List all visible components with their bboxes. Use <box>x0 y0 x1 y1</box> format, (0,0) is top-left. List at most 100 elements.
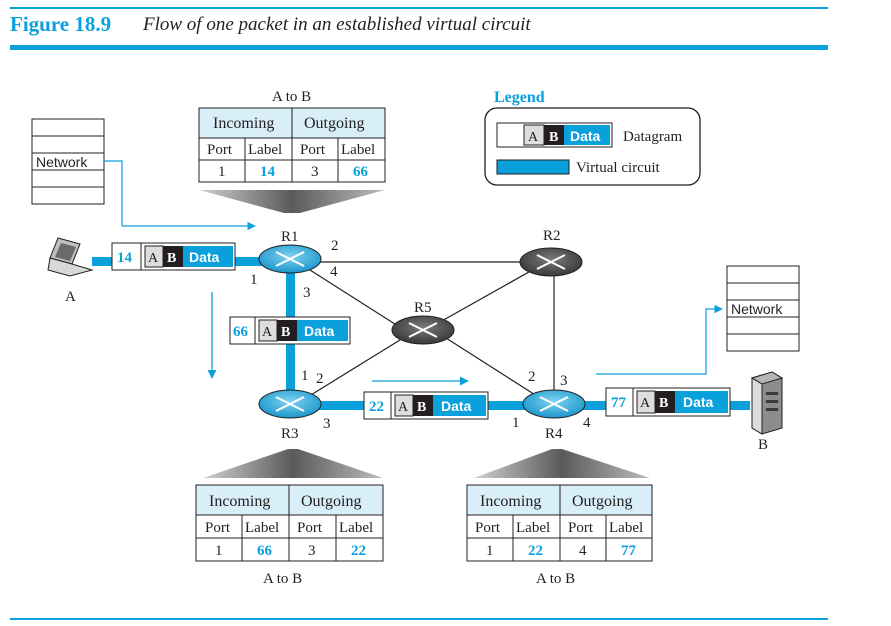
port-r1-4: 4 <box>330 264 338 280</box>
router-r4 <box>522 389 586 419</box>
packet-22: 22 A B Data <box>363 391 489 420</box>
packet-77-a: A <box>640 396 651 411</box>
router-r3-label: R3 <box>281 426 299 442</box>
table-r1: A to B Incoming Outgoing Port Label Port… <box>198 89 386 213</box>
link-r5-r2 <box>439 267 537 323</box>
packet-66-data: Data <box>304 323 335 339</box>
router-r5 <box>391 315 455 345</box>
figure-number: Figure 18.9 <box>10 12 112 36</box>
table-r1-cell-label-in: 14 <box>260 164 276 180</box>
router-r2-label: R2 <box>543 228 561 244</box>
host-a-label: A <box>65 289 76 305</box>
table-r3-col-label-out: Label <box>339 520 373 536</box>
packet-77: 77 A B Data <box>605 387 731 417</box>
table-r1-col-label-out: Label <box>341 142 375 158</box>
packet-77-data: Data <box>683 394 714 410</box>
table-r1-incoming: Incoming <box>213 115 274 132</box>
legend-datagram-sample: A B Data <box>496 122 613 148</box>
server-icon <box>750 371 784 435</box>
table-r1-col-label-in: Label <box>248 142 282 158</box>
legend-frame <box>484 107 701 186</box>
table-r4-col-port-out: Port <box>568 520 594 536</box>
legend: Legend A B Data Datagram Virtual circuit <box>484 89 701 186</box>
table-r1-pointer <box>199 190 385 213</box>
table-r4-col-port-in: Port <box>475 520 501 536</box>
host-b-stack: Network <box>726 265 800 352</box>
host-b-network-layer: Network <box>731 301 783 317</box>
table-r3-title: A to B <box>263 571 302 587</box>
bottom-rule <box>10 618 828 620</box>
top-rule <box>10 7 828 9</box>
table-r3-cell-port-out: 3 <box>308 543 316 559</box>
host-a-path-arrow <box>104 160 256 231</box>
port-r3-3: 3 <box>323 416 331 432</box>
table-r3-cell-port-in: 1 <box>215 543 223 559</box>
host-b-path-arrow <box>596 304 723 375</box>
packet-14-label: 14 <box>117 250 133 266</box>
table-r4: Incoming Outgoing Port Label Port Label … <box>466 449 653 587</box>
legend-data: Data <box>570 128 601 144</box>
port-r1-1: 1 <box>250 272 258 288</box>
router-r3 <box>258 389 322 419</box>
packet-22-data: Data <box>441 398 472 414</box>
packet-22-b: B <box>417 400 426 415</box>
legend-vc-swatch <box>496 159 570 175</box>
table-r4-outgoing: Outgoing <box>572 493 632 510</box>
port-r3-2: 2 <box>316 371 324 387</box>
table-r1-cell-port-out: 3 <box>311 164 319 180</box>
legend-a: A <box>528 130 539 145</box>
packet-66-b: B <box>281 325 290 340</box>
router-r5-label: R5 <box>414 300 432 316</box>
legend-title: Legend <box>494 89 545 106</box>
table-r4-cell-label-out: 77 <box>621 543 637 559</box>
table-r3-pointer <box>203 449 383 478</box>
packet-77-label: 77 <box>611 395 627 411</box>
table-r1-outgoing: Outgoing <box>304 115 364 132</box>
table-r4-pointer <box>474 449 650 478</box>
table-r3-col-port-out: Port <box>297 520 323 536</box>
table-r1-cell-port-in: 1 <box>218 164 226 180</box>
link-r1-r5 <box>309 269 399 327</box>
table-r4-title: A to B <box>536 571 575 587</box>
port-r3-1: 1 <box>301 368 309 384</box>
packet-66-a: A <box>262 325 273 340</box>
table-r1-title: A to B <box>272 89 311 105</box>
port-r4-3: 3 <box>560 373 568 389</box>
figure-title: Flow of one packet in an established vir… <box>143 14 531 35</box>
port-r4-2: 2 <box>528 369 536 385</box>
table-r3-incoming: Incoming <box>209 493 270 510</box>
router-r1 <box>258 244 322 274</box>
router-r2 <box>519 247 583 277</box>
host-a-network-layer: Network <box>36 154 88 170</box>
network-links <box>305 261 555 399</box>
port-r4-4: 4 <box>583 415 591 431</box>
table-r3: Incoming Outgoing Port Label Port Label … <box>195 449 384 587</box>
packet-14-a: A <box>148 251 159 266</box>
packet-14: 14 A B Data <box>111 242 236 271</box>
router-r1-label: R1 <box>281 229 299 245</box>
caption-rule <box>10 45 828 50</box>
router-r4-label: R4 <box>545 426 563 442</box>
packet-66: 66 A B Data <box>229 316 351 345</box>
legend-datagram-label: Datagram <box>623 129 682 145</box>
table-r3-col-port-in: Port <box>205 520 231 536</box>
port-r1-2: 2 <box>331 238 339 254</box>
table-r4-col-label-out: Label <box>609 520 643 536</box>
legend-b: B <box>549 130 558 145</box>
packet-14-b: B <box>167 251 176 266</box>
packet-66-label: 66 <box>233 324 249 340</box>
table-r1-col-port-out: Port <box>300 142 326 158</box>
legend-vc-label: Virtual circuit <box>576 160 660 176</box>
table-r1-cell-label-out: 66 <box>353 164 369 180</box>
port-r1-3: 3 <box>303 285 311 301</box>
packet-77-b: B <box>659 396 668 411</box>
host-b-label: B <box>758 437 768 453</box>
table-r4-incoming: Incoming <box>480 493 541 510</box>
table-r4-cell-label-in: 22 <box>528 543 543 559</box>
table-r4-cell-port-out: 4 <box>579 543 587 559</box>
table-r4-cell-port-in: 1 <box>486 543 494 559</box>
link-r3-r5 <box>305 339 401 399</box>
packet-22-label: 22 <box>369 399 384 415</box>
laptop-icon <box>47 237 94 277</box>
